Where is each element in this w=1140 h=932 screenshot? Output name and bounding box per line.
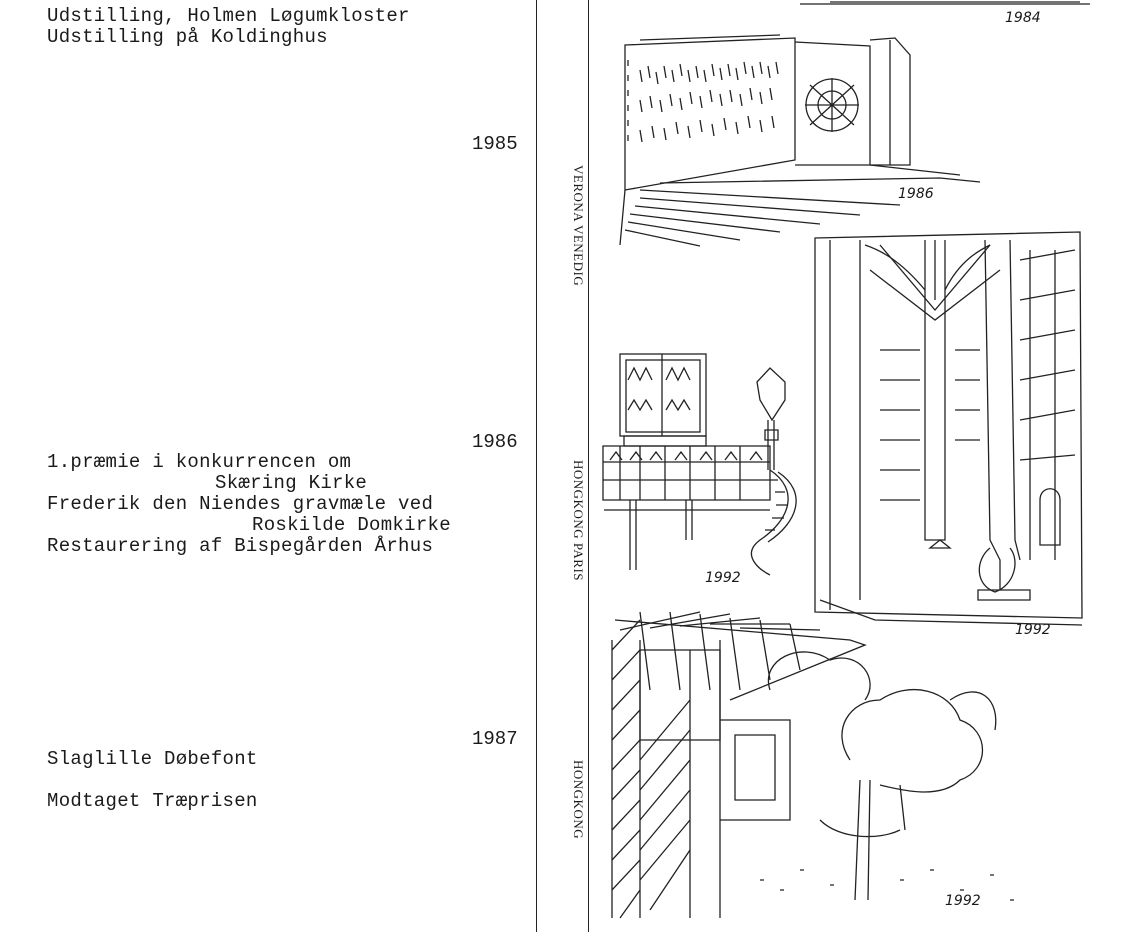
divider-left — [536, 0, 538, 932]
entry-koldinghus-exhibition: Udstilling på Koldinghus — [47, 26, 328, 48]
entry-roskilde-domkirke: Roskilde Domkirke — [252, 514, 451, 536]
entry-skaering-kirke: Skæring Kirke — [215, 472, 368, 494]
entry-frederik-grave: Frederik den Niendes gravmæle ved — [47, 493, 434, 515]
sketch-garden-1992 — [611, 611, 1014, 919]
sidebar-label-hongkong-paris: HONGKONG PARIS — [571, 460, 586, 582]
entry-holmen-exhibition: Udstilling, Holmen Løgumkloster — [47, 5, 410, 27]
sidebar-label-hongkong: HONGKONG — [571, 760, 586, 840]
entry-traeprisen: Modtaget Træprisen — [47, 790, 258, 812]
year-1987: 1987 — [472, 728, 518, 750]
sketch-date-building: 1992 — [705, 570, 741, 586]
sketch-church-1986 — [619, 34, 981, 247]
sketch-date-top: 1984 — [1005, 10, 1041, 26]
sketch-top-fragment — [800, 1, 1090, 5]
year-1985: 1985 — [472, 133, 518, 155]
sketch-date-garden: 1992 — [945, 893, 981, 909]
sketch-date-church: 1986 — [898, 186, 934, 202]
year-1986: 1986 — [472, 431, 518, 453]
entry-bispegaarden: Restaurering af Bispegården Århus — [47, 535, 434, 557]
sketch-interior-1992 — [814, 231, 1083, 626]
sidebar-label-verona-venedig: VERONA VENEDIG — [571, 165, 586, 287]
sketch-building-1992 — [602, 353, 797, 576]
entry-competition-prize: 1.præmie i konkurrencen om — [47, 451, 352, 473]
entry-slaglille-font: Slaglille Døbefont — [47, 748, 258, 770]
sketch-date-interior: 1992 — [1015, 622, 1051, 638]
divider-right — [588, 0, 590, 932]
